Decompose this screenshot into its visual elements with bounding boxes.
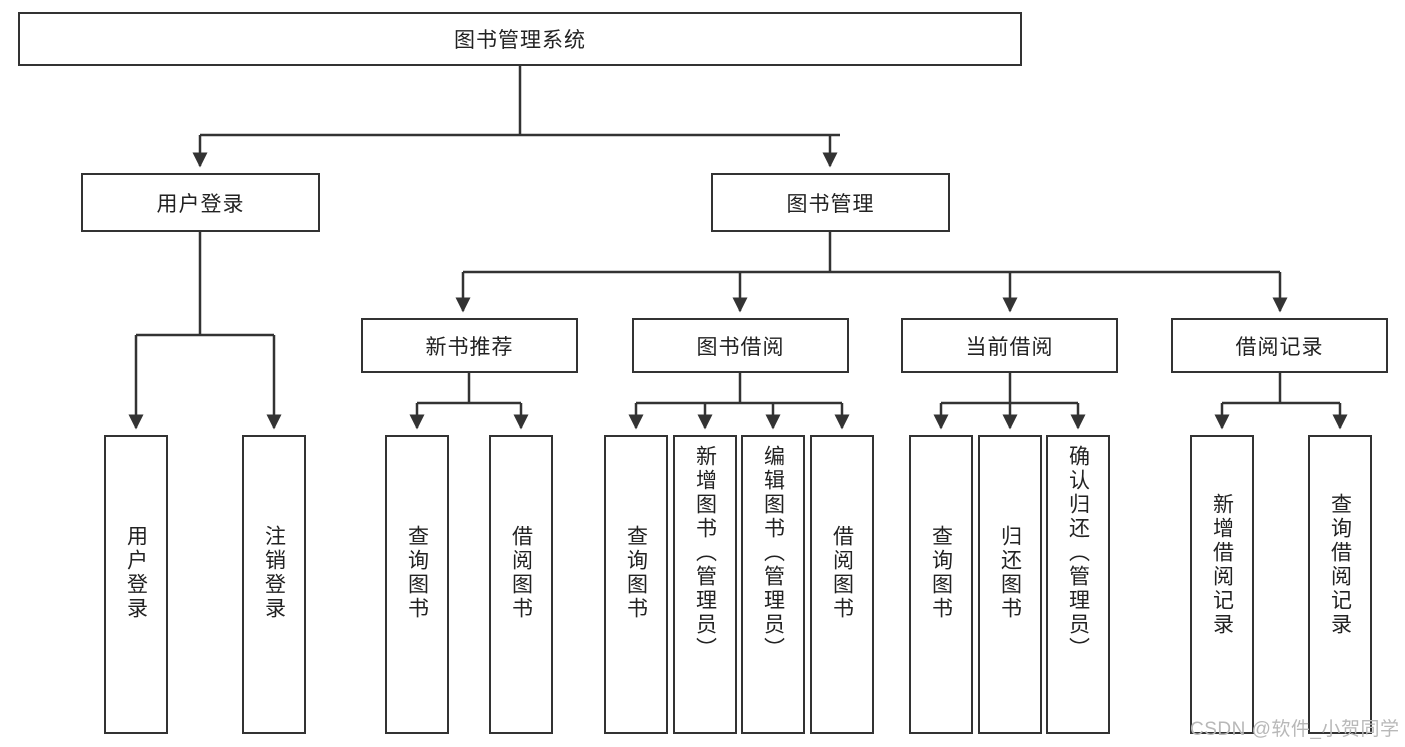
leaf-book-borrow-add-book[interactable]: 新增图书（管理员） xyxy=(673,435,737,734)
leaf-current-borrow-confirm-return[interactable]: 确认归还（管理员） xyxy=(1046,435,1110,734)
leaf-label: 查询图书 xyxy=(405,525,429,621)
leaf-label: 确认归还（管理员） xyxy=(1066,445,1090,661)
node-borrow-record[interactable]: 借阅记录 xyxy=(1171,318,1388,373)
node-current-borrow-label: 当前借阅 xyxy=(965,335,1054,359)
leaf-borrow-record-query-record[interactable]: 查询借阅记录 xyxy=(1308,435,1372,734)
node-new-book-recommend[interactable]: 新书推荐 xyxy=(361,318,578,373)
leaf-current-borrow-return-book[interactable]: 归还图书 xyxy=(978,435,1042,734)
leaf-label: 查询借阅记录 xyxy=(1328,493,1352,637)
node-user-login[interactable]: 用户登录 xyxy=(81,173,320,232)
leaf-label: 归还图书 xyxy=(998,525,1022,621)
node-book-borrow-label: 图书借阅 xyxy=(696,335,785,359)
leaf-new-book-borrow-book[interactable]: 借阅图书 xyxy=(489,435,553,734)
node-current-borrow[interactable]: 当前借阅 xyxy=(901,318,1118,373)
leaf-user-login-logout[interactable]: 注销登录 xyxy=(242,435,306,734)
node-root[interactable]: 图书管理系统 xyxy=(18,12,1022,66)
node-book-borrow[interactable]: 图书借阅 xyxy=(632,318,849,373)
leaf-current-borrow-query-book[interactable]: 查询图书 xyxy=(909,435,973,734)
leaf-label: 查询图书 xyxy=(624,525,648,621)
node-book-manage-label: 图书管理 xyxy=(786,192,875,216)
node-root-label: 图书管理系统 xyxy=(454,29,586,52)
leaf-label: 借阅图书 xyxy=(830,525,854,621)
leaf-user-login-login[interactable]: 用户登录 xyxy=(104,435,168,734)
leaf-new-book-query-book[interactable]: 查询图书 xyxy=(385,435,449,734)
node-user-login-label: 用户登录 xyxy=(156,192,245,216)
leaf-book-borrow-borrow-book[interactable]: 借阅图书 xyxy=(810,435,874,734)
leaf-book-borrow-query-book[interactable]: 查询图书 xyxy=(604,435,668,734)
leaf-label: 新增借阅记录 xyxy=(1210,493,1234,637)
leaf-label: 注销登录 xyxy=(262,525,286,621)
node-book-manage[interactable]: 图书管理 xyxy=(711,173,950,232)
leaf-label: 查询图书 xyxy=(929,525,953,621)
leaf-label: 编辑图书（管理员） xyxy=(761,445,785,661)
csdn-watermark: CSDN @软件_小贺同学 xyxy=(1190,719,1400,740)
leaf-label: 借阅图书 xyxy=(509,525,533,621)
leaf-book-borrow-edit-book[interactable]: 编辑图书（管理员） xyxy=(741,435,805,734)
node-new-book-recommend-label: 新书推荐 xyxy=(425,335,514,359)
node-borrow-record-label: 借阅记录 xyxy=(1235,335,1324,359)
leaf-borrow-record-add-record[interactable]: 新增借阅记录 xyxy=(1190,435,1254,734)
leaf-label: 新增图书（管理员） xyxy=(693,445,717,661)
leaf-label: 用户登录 xyxy=(124,525,148,621)
